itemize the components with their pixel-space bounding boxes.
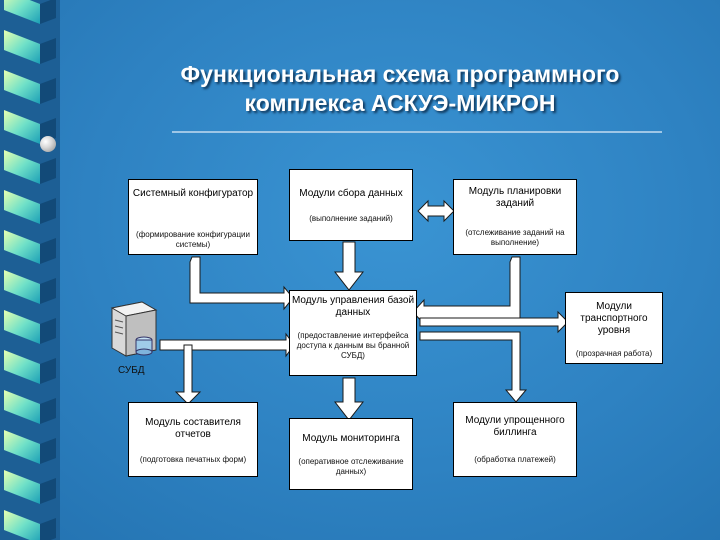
ribbon-shadow (40, 78, 56, 104)
ribbon-segment (4, 70, 40, 104)
ribbon-segment (4, 0, 40, 24)
ribbon-segment (4, 470, 40, 504)
double-arrow-collection-scheduling (417, 199, 455, 223)
module-collection: Модули сбора данных (выполнение заданий) (289, 169, 413, 241)
module-configurator-name: Системный конфигуратор (132, 188, 254, 199)
slide-title: Функциональная схема программного компле… (120, 60, 680, 118)
title-underline (172, 131, 662, 133)
ribbon-segment (4, 230, 40, 264)
module-transport: Модули транспортного уровня (прозрачная … (565, 292, 663, 364)
database-server-icon (110, 301, 158, 357)
module-collection-note: (выполнение заданий) (309, 214, 393, 223)
dbms-label: СУБД (118, 365, 145, 376)
module-transport-note: (прозрачная работа) (575, 349, 653, 358)
module-monitoring-name: Модуль мониторинга (302, 433, 400, 444)
module-scheduling: Модуль планировки заданий (отслеживание … (453, 179, 577, 255)
ribbon-segment (4, 430, 40, 464)
ribbon-segment (4, 150, 40, 184)
arrow-db-transport (419, 310, 569, 334)
ribbon-shadow (40, 238, 56, 264)
ribbon-shadow (40, 38, 56, 64)
arrow-db-billing (419, 331, 528, 403)
ribbon-segment (4, 110, 40, 144)
ribbon-segment (4, 390, 40, 424)
ribbon-segment (4, 510, 40, 540)
module-configurator-note: (формирование конфигурации системы) (136, 230, 250, 249)
left-decorative-bar (0, 0, 60, 540)
module-monitoring-note: (оперативное отслеживание данных) (298, 457, 404, 476)
ribbon-segment (4, 270, 40, 304)
module-billing: Модули упрощенного биллинга (обработка п… (453, 402, 577, 477)
module-collection-name: Модули сбора данных (299, 188, 403, 199)
module-billing-note: (обработка платежей) (474, 455, 556, 464)
ribbon-shadow (40, 158, 56, 184)
title-line-2: комплекса АСКУЭ-МИКРОН (244, 90, 556, 116)
module-scheduling-note: (отслеживание заданий на выполнение) (465, 228, 565, 247)
ribbon-segment (4, 190, 40, 224)
bullet-sphere-icon (40, 136, 56, 152)
arrow-collection-to-db (333, 241, 365, 291)
ribbon-shadow (40, 478, 56, 504)
ribbon-segment (4, 350, 40, 384)
arrow-db-dbms (159, 332, 295, 358)
arrow-reports (174, 344, 202, 405)
module-transport-name: Модули транспортного уровня (580, 301, 648, 336)
arrow-scheduling-db (412, 256, 521, 326)
arrow-db-monitoring (333, 377, 365, 421)
ribbon-shadow (40, 518, 56, 540)
module-billing-name: Модули упрощенного биллинга (465, 415, 565, 438)
ribbon-shadow (40, 278, 56, 304)
ribbon-segment (4, 310, 40, 344)
module-database-name: Модуль управления базой данных (291, 295, 415, 318)
title-line-1: Функциональная схема программного (180, 61, 620, 87)
module-configurator: Системный конфигуратор (формирование кон… (128, 179, 258, 255)
arrow-configurator-db (189, 256, 294, 311)
module-reports-note: (подготовка печатных форм) (139, 455, 247, 464)
ribbon-shadow (40, 318, 56, 344)
module-database: Модуль управления базой данных (предоста… (289, 290, 417, 376)
ribbon-shadow (40, 438, 56, 464)
ribbon-segment (4, 30, 40, 64)
module-database-note: (предоставление интерфейса доступа к дан… (296, 331, 410, 360)
module-monitoring: Модуль мониторинга (оперативное отслежив… (289, 418, 413, 490)
module-reports: Модуль составителя отчетов (подготовка п… (128, 402, 258, 477)
ribbon-shadow (40, 0, 56, 24)
ribbon-shadow (40, 358, 56, 384)
module-scheduling-name: Модуль планировки заданий (468, 186, 562, 209)
ribbon-shadow (40, 198, 56, 224)
module-reports-name: Модуль составителя отчетов (145, 417, 241, 440)
ribbon-shadow (40, 398, 56, 424)
